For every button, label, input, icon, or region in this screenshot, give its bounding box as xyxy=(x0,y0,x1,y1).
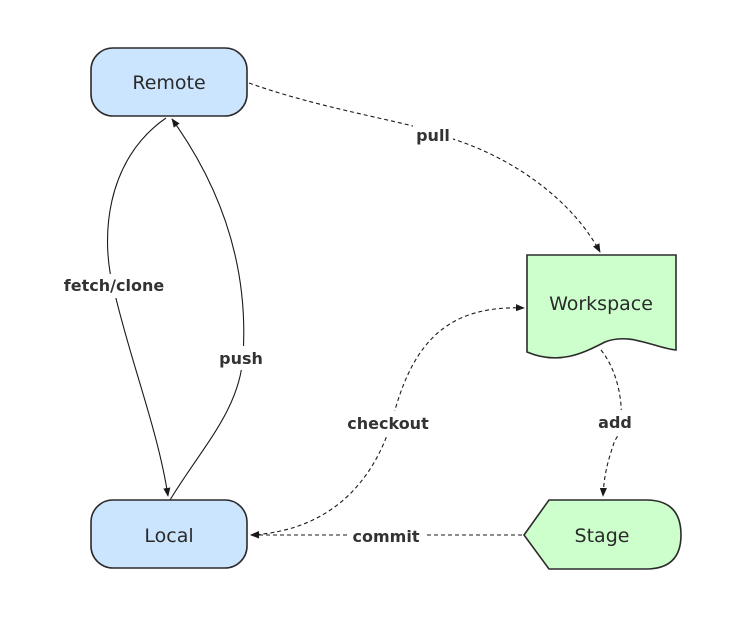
workspace-label: Workspace xyxy=(549,293,653,315)
add-label-bg xyxy=(594,410,636,434)
push-label: push xyxy=(219,349,263,368)
local-label: Local xyxy=(144,525,193,547)
edge-push: push xyxy=(169,118,267,501)
checkout-label-bg xyxy=(342,411,434,435)
remote-shape xyxy=(90,47,248,117)
local-shape xyxy=(90,499,248,569)
commit-label-bg xyxy=(347,524,425,548)
stage-shape xyxy=(523,499,682,570)
node-local: Local xyxy=(90,499,248,569)
pull-arrow xyxy=(248,82,601,253)
fetch-clone-label-bg xyxy=(58,274,170,298)
node-workspace: Workspace xyxy=(526,254,677,359)
edge-pull: pull xyxy=(248,82,601,253)
push-arrow xyxy=(169,118,245,501)
checkout-label: checkout xyxy=(347,414,429,433)
workspace-shape xyxy=(526,254,677,359)
checkout-arrow xyxy=(250,304,525,539)
pull-label-bg xyxy=(413,124,453,146)
commit-label: commit xyxy=(353,527,420,546)
edge-add: add xyxy=(594,349,636,497)
remote-label: Remote xyxy=(132,72,205,94)
edge-fetch-clone: fetch/clone xyxy=(58,117,171,497)
node-remote: Remote xyxy=(90,47,248,117)
add-label: add xyxy=(598,413,632,432)
pull-label: pull xyxy=(416,126,450,145)
fetch-clone-arrow xyxy=(107,117,171,497)
edge-checkout: checkout xyxy=(250,304,525,539)
edge-commit: commit xyxy=(250,524,522,548)
stage-label: Stage xyxy=(575,525,630,547)
node-stage: Stage xyxy=(523,499,682,570)
add-arrow xyxy=(599,349,622,497)
fetch-clone-label: fetch/clone xyxy=(64,276,165,295)
